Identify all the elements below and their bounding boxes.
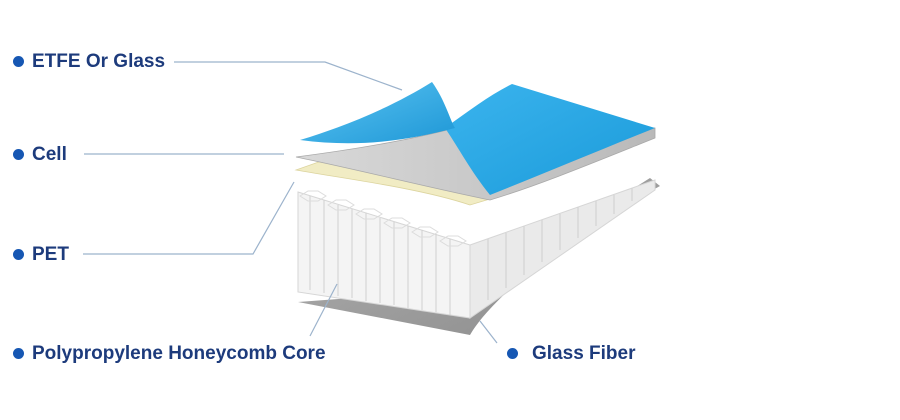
bullet-dot — [507, 348, 518, 359]
etfe-curl — [300, 82, 455, 144]
label-etfe-text: ETFE Or Glass — [32, 51, 166, 72]
honeycomb-core — [297, 179, 656, 319]
label-pet: PET — [13, 245, 69, 264]
leader-pet — [83, 181, 295, 255]
bullet-dot — [13, 56, 24, 67]
label-core-text: Polypropylene Honeycomb Core — [32, 343, 326, 364]
label-core: Polypropylene Honeycomb Core — [13, 344, 326, 363]
label-pet-text: PET — [32, 244, 69, 265]
bullet-dot — [13, 348, 24, 359]
bullet-dot — [13, 249, 24, 260]
label-cell: Cell — [13, 145, 67, 164]
label-glass-fiber: Glass Fiber — [507, 344, 636, 363]
label-cell-text: Cell — [32, 144, 67, 165]
label-glass-fiber-text: Glass Fiber — [532, 343, 636, 364]
leader-etfe — [174, 61, 403, 91]
leader-core — [309, 283, 338, 337]
leader-glass-fiber — [479, 320, 498, 344]
label-etfe: ETFE Or Glass — [13, 52, 165, 71]
bullet-dot — [13, 149, 24, 160]
etfe-top-surface — [445, 84, 655, 195]
